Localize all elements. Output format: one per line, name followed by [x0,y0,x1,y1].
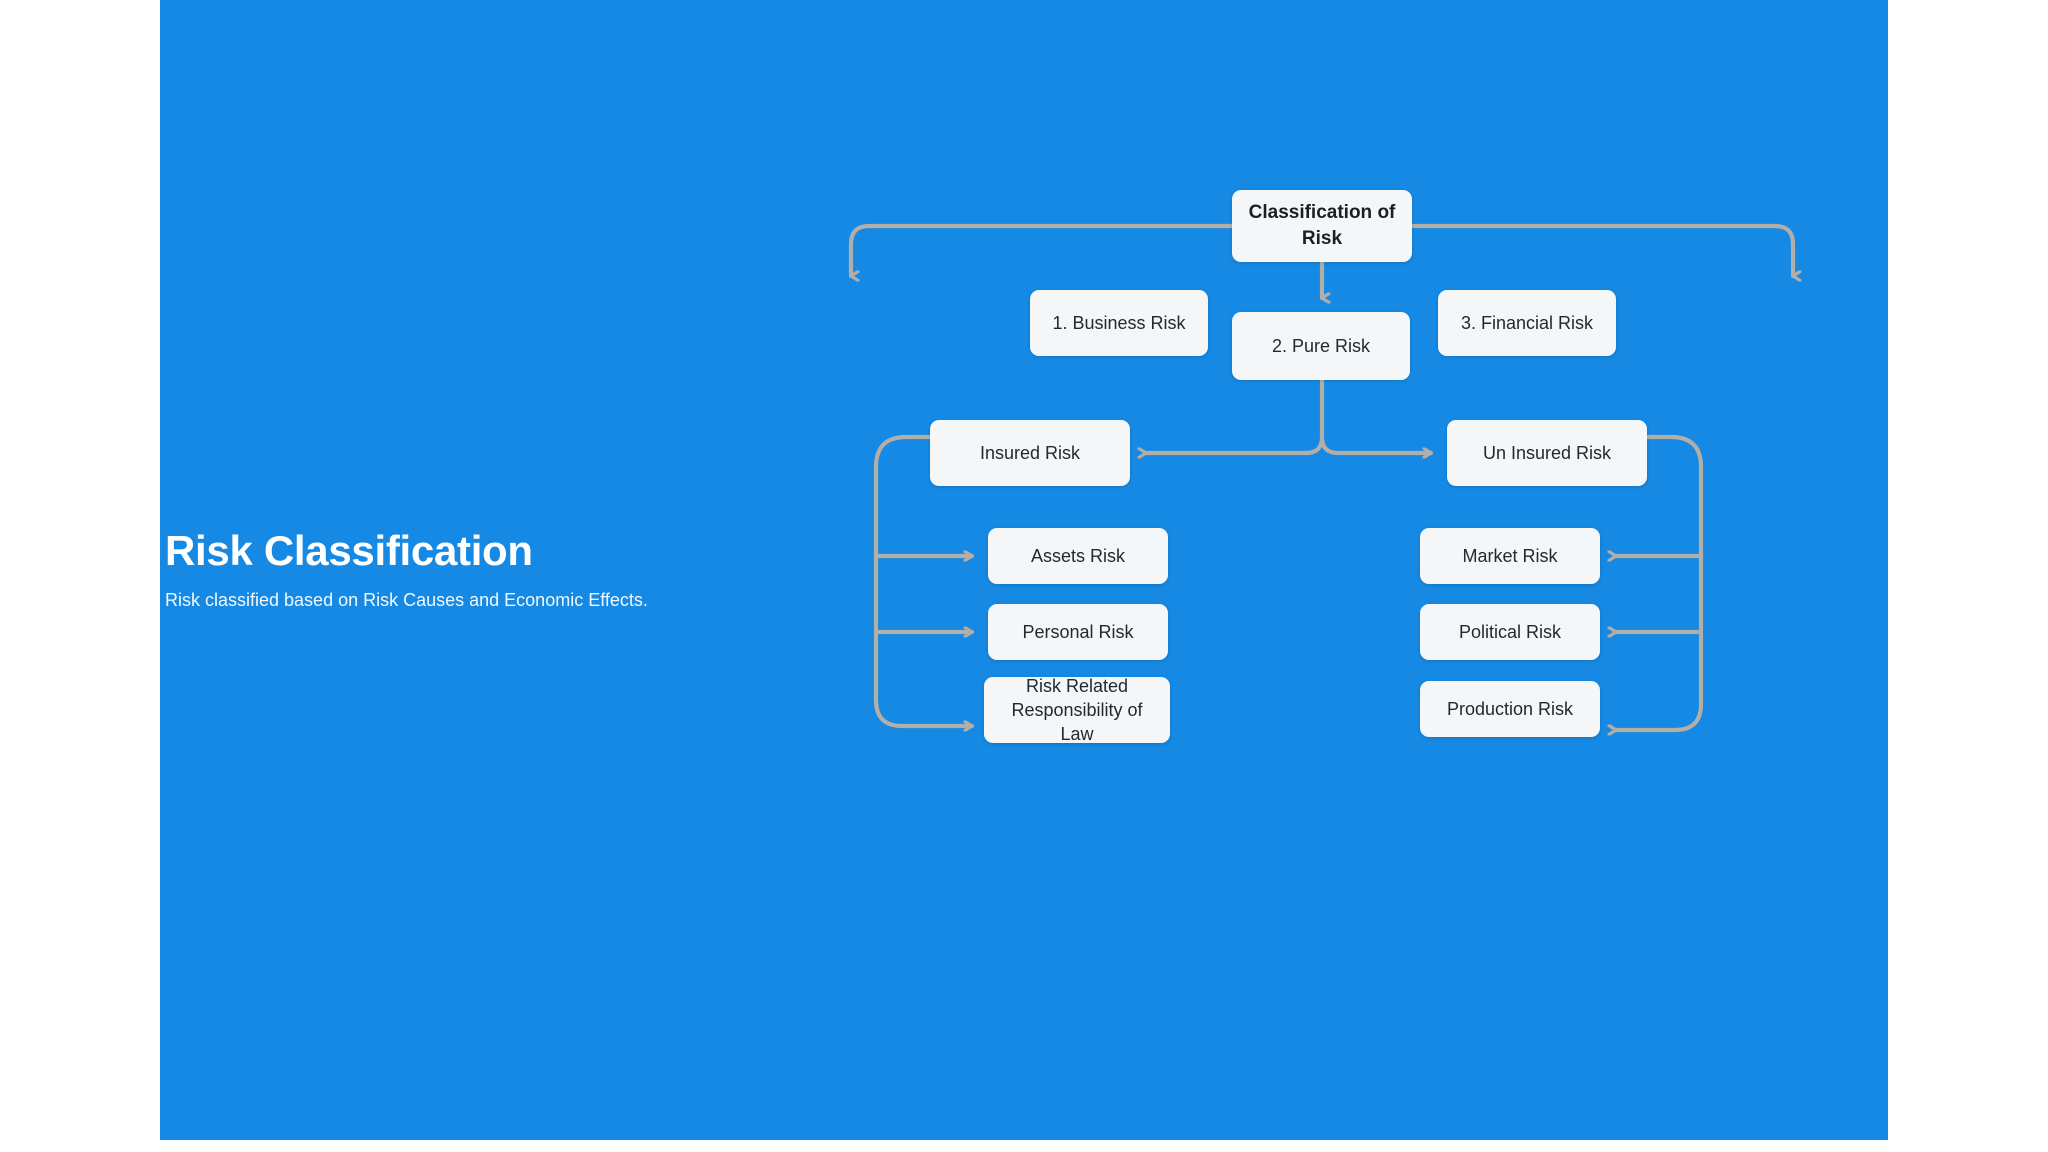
node-label: Classification of Risk [1248,202,1396,249]
edge-insured-trunk [873,434,975,726]
node-risk-related-responsibility-of-law[interactable]: Risk Related Responsibility of Law [984,676,1170,744]
node-label: Personal Risk [1022,621,1134,642]
page-subtitle: Risk classified based on Risk Causes and… [165,590,648,611]
node-financial-risk[interactable]: 3. Financial Risk [1438,290,1616,356]
node-business-risk[interactable]: 1. Business Risk [1030,290,1208,356]
page-title: Risk Classification [165,527,533,574]
edge-pure-to-uninsured [1319,434,1434,453]
node-market-risk[interactable]: Market Risk [1420,528,1600,584]
node-label: 1. Business Risk [1052,312,1186,333]
node-personal-risk[interactable]: Personal Risk [988,604,1168,660]
edge-root-to-financial [1409,223,1793,276]
node-label: Un Insured Risk [1482,442,1612,463]
node-un-insured-risk[interactable]: Un Insured Risk [1447,420,1647,486]
node-label: Political Risk [1458,621,1562,642]
title-block: Risk Classification Risk classified base… [165,527,805,612]
node-production-risk[interactable]: Production Risk [1420,681,1600,737]
node-label: 2. Pure Risk [1271,335,1371,356]
node-assets-risk[interactable]: Assets Risk [988,528,1168,584]
connector-layer [848,223,1888,1140]
edge-pure-to-insured [1146,434,1325,453]
node-label: Assets Risk [1030,545,1126,566]
node-label: Risk Related Responsibility of Law [1011,675,1143,745]
node-label: Production Risk [1446,698,1574,719]
diagram-canvas: Classification of Risk 1. Business Risk … [160,0,1888,1140]
edge-root-to-business [848,223,1235,276]
node-pure-risk[interactable]: 2. Pure Risk [1232,312,1410,380]
node-label: 3. Financial Risk [1460,312,1594,333]
node-classification-of-risk[interactable]: Classification of Risk [1232,190,1412,262]
node-insured-risk[interactable]: Insured Risk [930,420,1130,486]
edge-uninsured-trunk [1616,434,1704,730]
node-label: Insured Risk [979,442,1081,463]
node-political-risk[interactable]: Political Risk [1420,604,1600,660]
node-label: Market Risk [1462,545,1558,566]
